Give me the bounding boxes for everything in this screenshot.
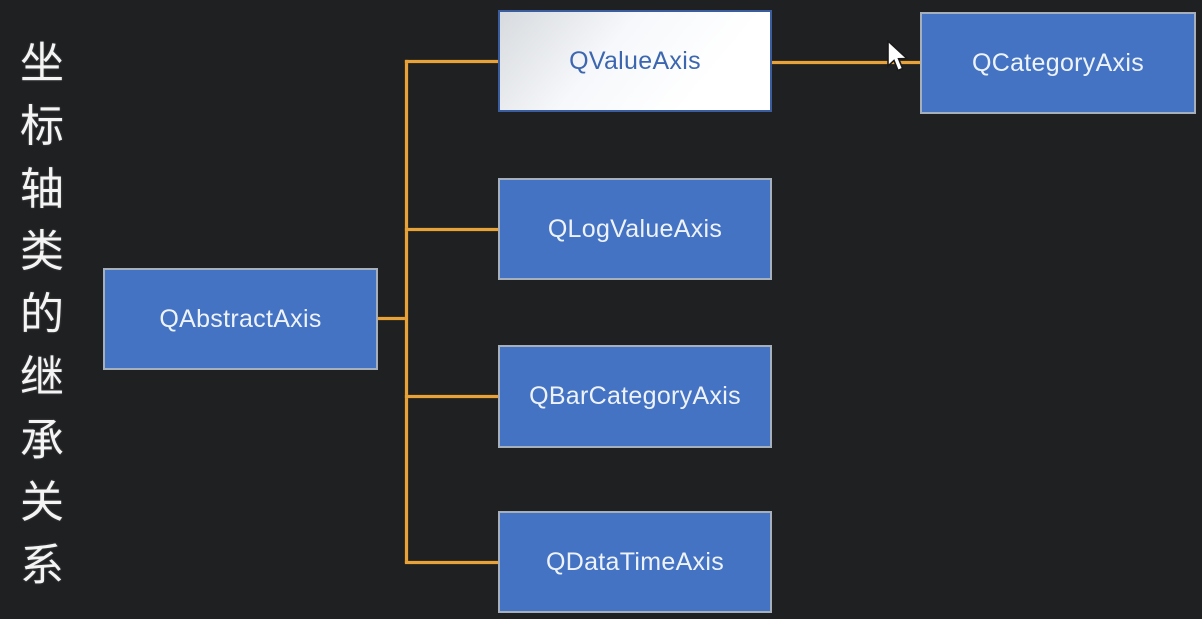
node-label: QBarCategoryAxis <box>529 382 741 410</box>
node-label: QAbstractAxis <box>159 304 322 333</box>
diagram-node-qvalueaxis[interactable]: QValueAxis <box>498 10 772 112</box>
connector-trunk-to-qbarcategoryaxis <box>405 395 498 398</box>
connector-trunk-to-qvalueaxis <box>405 60 498 63</box>
diagram-node-qlogvalueaxis[interactable]: QLogValueAxis <box>498 178 772 280</box>
connector-trunk <box>405 60 408 563</box>
node-label: QLogValueAxis <box>547 214 723 243</box>
connector-trunk-to-qdatatimeaxis <box>405 561 498 564</box>
diagram-node-qabstractaxis[interactable]: QAbstractAxis <box>103 268 378 370</box>
connector-root-to-trunk <box>378 317 406 320</box>
mouse-cursor-icon <box>887 40 909 72</box>
diagram-node-qcategoryaxis[interactable]: QCategoryAxis <box>920 12 1196 114</box>
diagram-title-vertical: 坐标轴类的继承关系 <box>20 38 64 591</box>
connector-trunk-to-qlogvalueaxis <box>405 228 498 231</box>
node-label: QDataTimeAxis <box>545 547 724 576</box>
node-label: QCategoryAxis <box>971 48 1144 77</box>
node-label: QValueAxis <box>569 46 701 75</box>
diagram-node-qdatatimeaxis[interactable]: QDataTimeAxis <box>498 511 772 613</box>
diagram-node-qbarcategoryaxis[interactable]: QBarCategoryAxis <box>498 345 772 448</box>
connector-qvalueaxis-to-qcategoryaxis <box>772 61 920 64</box>
